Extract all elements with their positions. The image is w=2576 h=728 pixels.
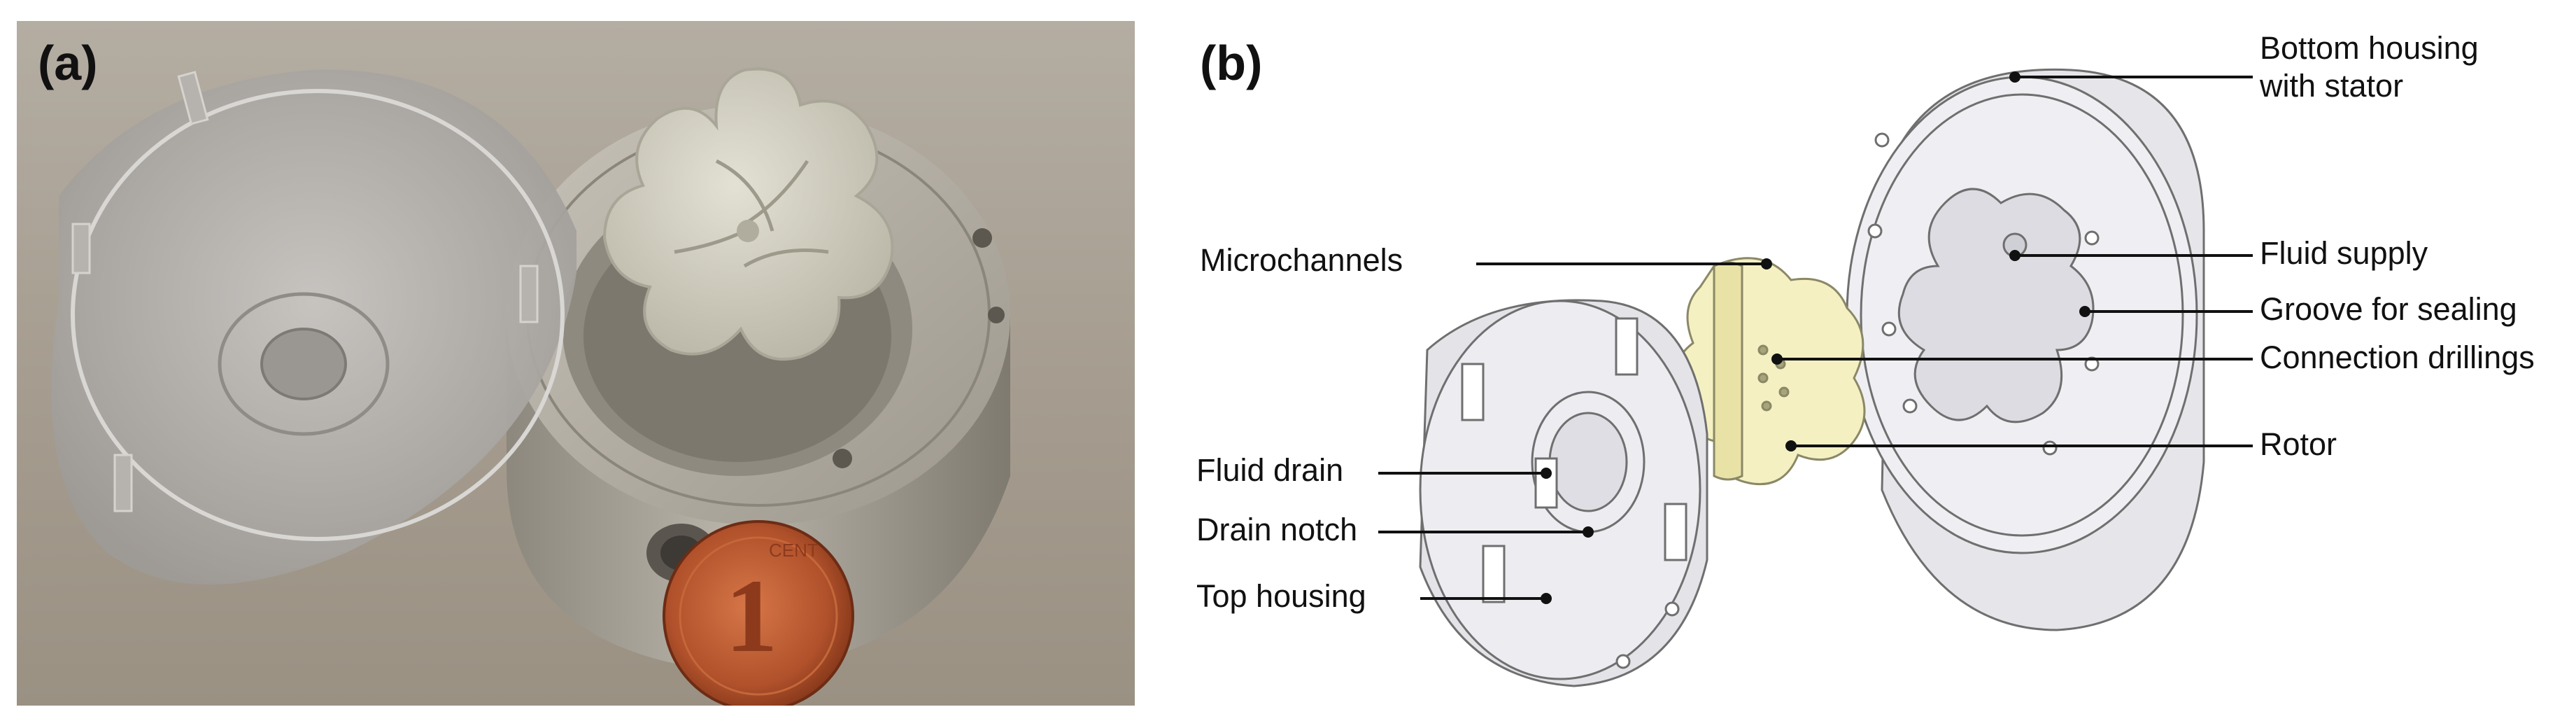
- top-housing-drawing: [1419, 299, 1708, 687]
- panel-b-label: (b): [1200, 36, 1263, 90]
- coin-text: CENT: [769, 540, 819, 561]
- coin-value: 1: [726, 558, 778, 674]
- label-fluid-supply: Fluid supply: [2260, 235, 2428, 271]
- label-bottom-housing-line2: with stator: [2260, 68, 2404, 104]
- one-cent-coin: 1 CENT: [663, 520, 854, 706]
- transparent-top-housing: [51, 69, 577, 585]
- screw-hole: [988, 307, 1005, 323]
- exploded-view-diagram: [1378, 68, 2253, 687]
- label-bottom-housing: Bottom housing with stator: [2260, 29, 2479, 105]
- pump-photograph: 1 CENT: [17, 21, 1135, 706]
- leader-lines: [1378, 71, 2253, 604]
- screw-hole: [972, 228, 992, 248]
- label-bottom-housing-line1: Bottom housing: [2260, 30, 2479, 66]
- label-drain-notch: Drain notch: [1196, 512, 1358, 547]
- panel-a-label: (a): [38, 36, 98, 90]
- label-connection-drillings: Connection drillings: [2260, 340, 2535, 375]
- label-rotor: Rotor: [2260, 426, 2337, 462]
- label-top-housing: Top housing: [1196, 578, 1366, 614]
- label-microchannels: Microchannels: [1200, 242, 1403, 278]
- bottom-housing-drawing: [1846, 68, 2205, 631]
- label-groove-for-sealing: Groove for sealing: [2260, 291, 2517, 327]
- plastic-rotor: [602, 67, 894, 361]
- screw-hole: [833, 449, 852, 468]
- rotor-drawing: [1673, 257, 1866, 486]
- label-fluid-drain: Fluid drain: [1196, 452, 1344, 488]
